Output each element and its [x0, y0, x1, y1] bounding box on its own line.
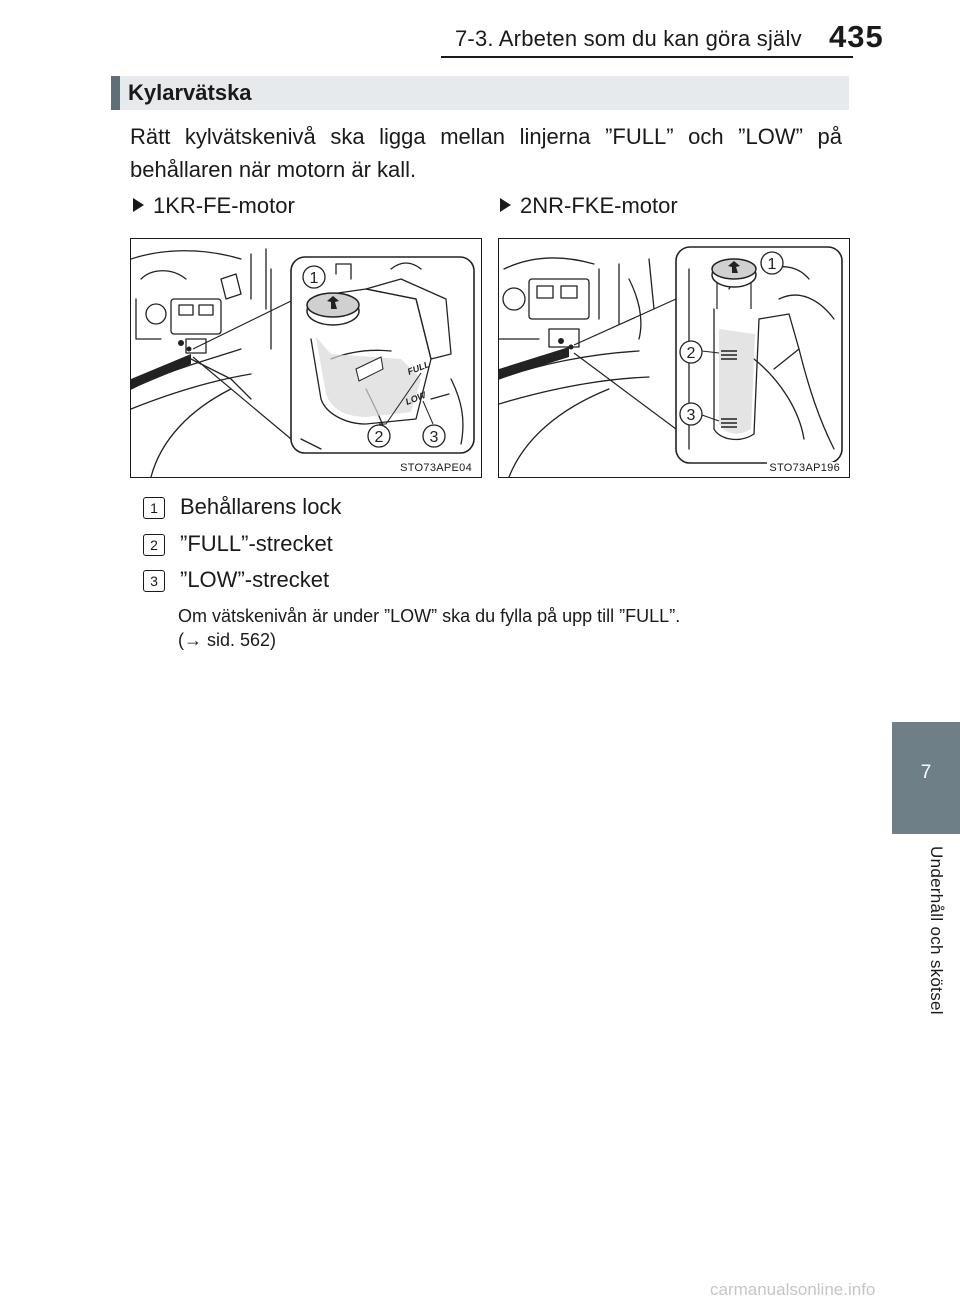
section-title: Kylarvätska — [128, 80, 252, 105]
engine-bay-illustration-2nr: 1 2 3 STO73AP196 — [498, 238, 850, 478]
callout-3: 3 — [430, 429, 439, 446]
callout-2: 2 — [687, 345, 696, 362]
callout-3: 3 — [687, 407, 696, 424]
engine-bay-drawing: FULL LOW 1 2 3 — [131, 248, 475, 477]
section-heading-marker — [111, 76, 120, 110]
chapter-number: 7 — [920, 762, 932, 783]
callout-1: 1 — [768, 256, 777, 273]
triangle-bullet-icon — [500, 198, 511, 212]
watermark: carmanualsonline.info — [710, 1280, 876, 1299]
figure-code: STO73APE04 — [398, 462, 474, 474]
triangle-bullet-icon — [133, 198, 144, 212]
variant-label-text: 1KR-FE-motor — [153, 193, 295, 218]
legend-text: ”LOW”-strecket — [180, 567, 330, 592]
legend-text: Behållarens lock — [180, 494, 342, 519]
legend-number-badge: 3 — [143, 570, 165, 592]
engine-bay-drawing: 1 2 3 — [499, 246, 843, 477]
legend-number-badge: 2 — [143, 534, 165, 556]
page-reference-link[interactable]: (→ sid. 562) — [178, 630, 277, 650]
legend-text: ”FULL”-strecket — [180, 531, 333, 556]
variant-label-2nr: 2NR-FKE-motor — [500, 193, 678, 219]
engine-bay-illustration-1kr: FULL LOW 1 2 3 STO73APE04 — [130, 238, 482, 478]
refill-note: Om vätskenivån är under ”LOW” ska du fyl… — [178, 604, 680, 652]
legend-number-badge: 1 — [143, 497, 165, 519]
section-heading-bar — [111, 76, 849, 110]
callout-2: 2 — [375, 429, 384, 446]
running-header-section: 7-3. Arbeten som du kan göra själv — [455, 26, 802, 51]
variant-label-text: 2NR-FKE-motor — [520, 193, 678, 218]
chapter-tab: 7 — [892, 722, 960, 834]
refill-note-text: Om vätskenivån är under ”LOW” ska du fyl… — [178, 606, 681, 626]
chapter-label: Underhåll och skötsel — [927, 846, 946, 1015]
callout-1: 1 — [310, 270, 319, 287]
header-rule — [441, 56, 853, 58]
figure-code: STO73AP196 — [767, 462, 842, 474]
intro-paragraph: Rätt kylvätskenivå ska ligga mellan linj… — [130, 124, 842, 182]
variant-label-1kr: 1KR-FE-motor — [133, 193, 295, 219]
page-number: 435 — [829, 19, 884, 54]
